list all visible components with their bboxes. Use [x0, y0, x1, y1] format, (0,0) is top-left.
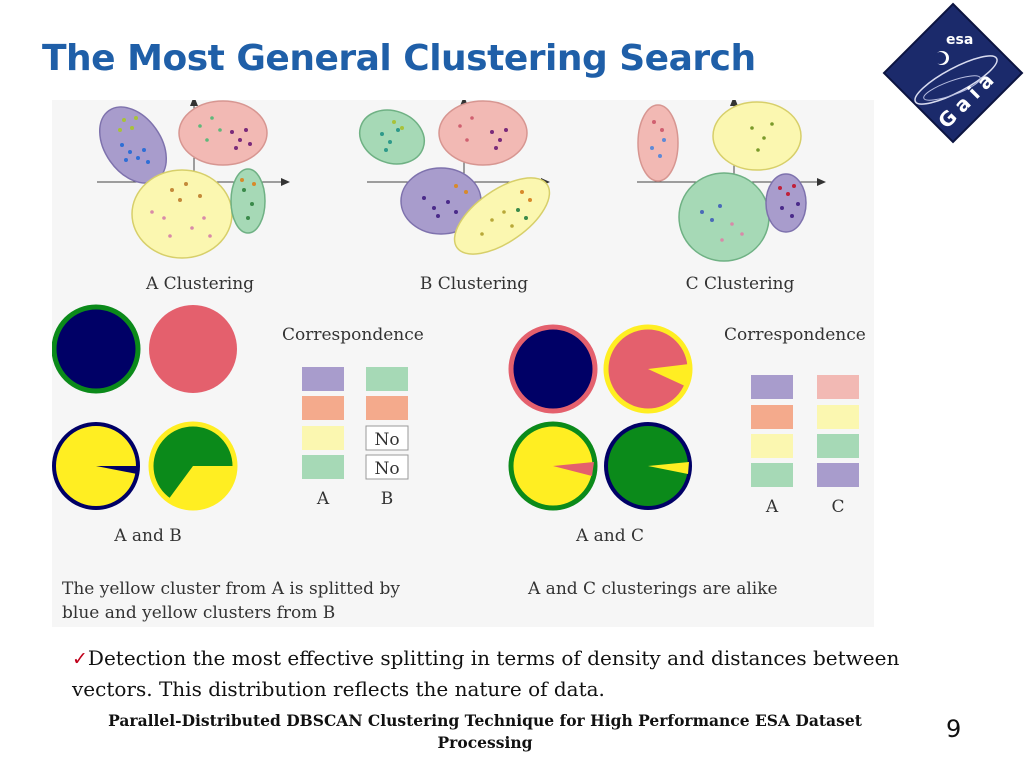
no-label-2: No [374, 459, 399, 479]
slide-title: The Most General Clustering Search [42, 38, 756, 79]
no-label-1: No [374, 430, 399, 450]
column-b-label: B [381, 489, 394, 509]
page-number: 9 [946, 715, 962, 743]
right-description: A and C clusterings are alike [527, 579, 778, 599]
footer: Parallel-Distributed DBSCAN Clustering T… [70, 710, 900, 754]
a-and-c-caption: A and C [575, 526, 644, 546]
a-clustering-plot [97, 100, 290, 259]
a-clustering-label: A Clustering [145, 274, 254, 294]
b-clustering-plot [358, 100, 551, 255]
correspondence-title-right: Correspondence [724, 325, 866, 345]
c-clustering-plot [637, 100, 826, 262]
column-a-label-left: A [316, 489, 330, 509]
a-and-b-circles [52, 304, 238, 511]
c-clustering-label: C Clustering [686, 274, 795, 294]
column-a-label-right: A [765, 497, 779, 517]
esa-gaia-logo: esa Gaia [882, 2, 1024, 144]
checkmark-icon: ✓ [72, 648, 88, 670]
left-description-line1: The yellow cluster from A is splitted by [62, 579, 400, 599]
left-description-line2: blue and yellow clusters from B [62, 603, 335, 623]
correspondence-swatches-left [302, 367, 409, 480]
correspondence-title-left: Correspondence [282, 325, 424, 345]
bullet-point: ✓Detection the most effective splitting … [72, 643, 912, 704]
a-and-c-circles [508, 324, 693, 511]
bullet-text: Detection the most effective splitting i… [72, 646, 900, 701]
correspondence-swatches-right [751, 375, 859, 487]
footer-line1: Parallel-Distributed DBSCAN Clustering T… [108, 711, 862, 730]
footer-line2: Processing [437, 733, 533, 752]
logo-esa-text: esa [946, 32, 973, 48]
clustering-figure: A Clustering B Clustering [52, 100, 874, 627]
a-and-b-caption: A and B [113, 526, 182, 546]
column-c-label: C [831, 497, 844, 517]
b-clustering-label: B Clustering [420, 274, 528, 294]
